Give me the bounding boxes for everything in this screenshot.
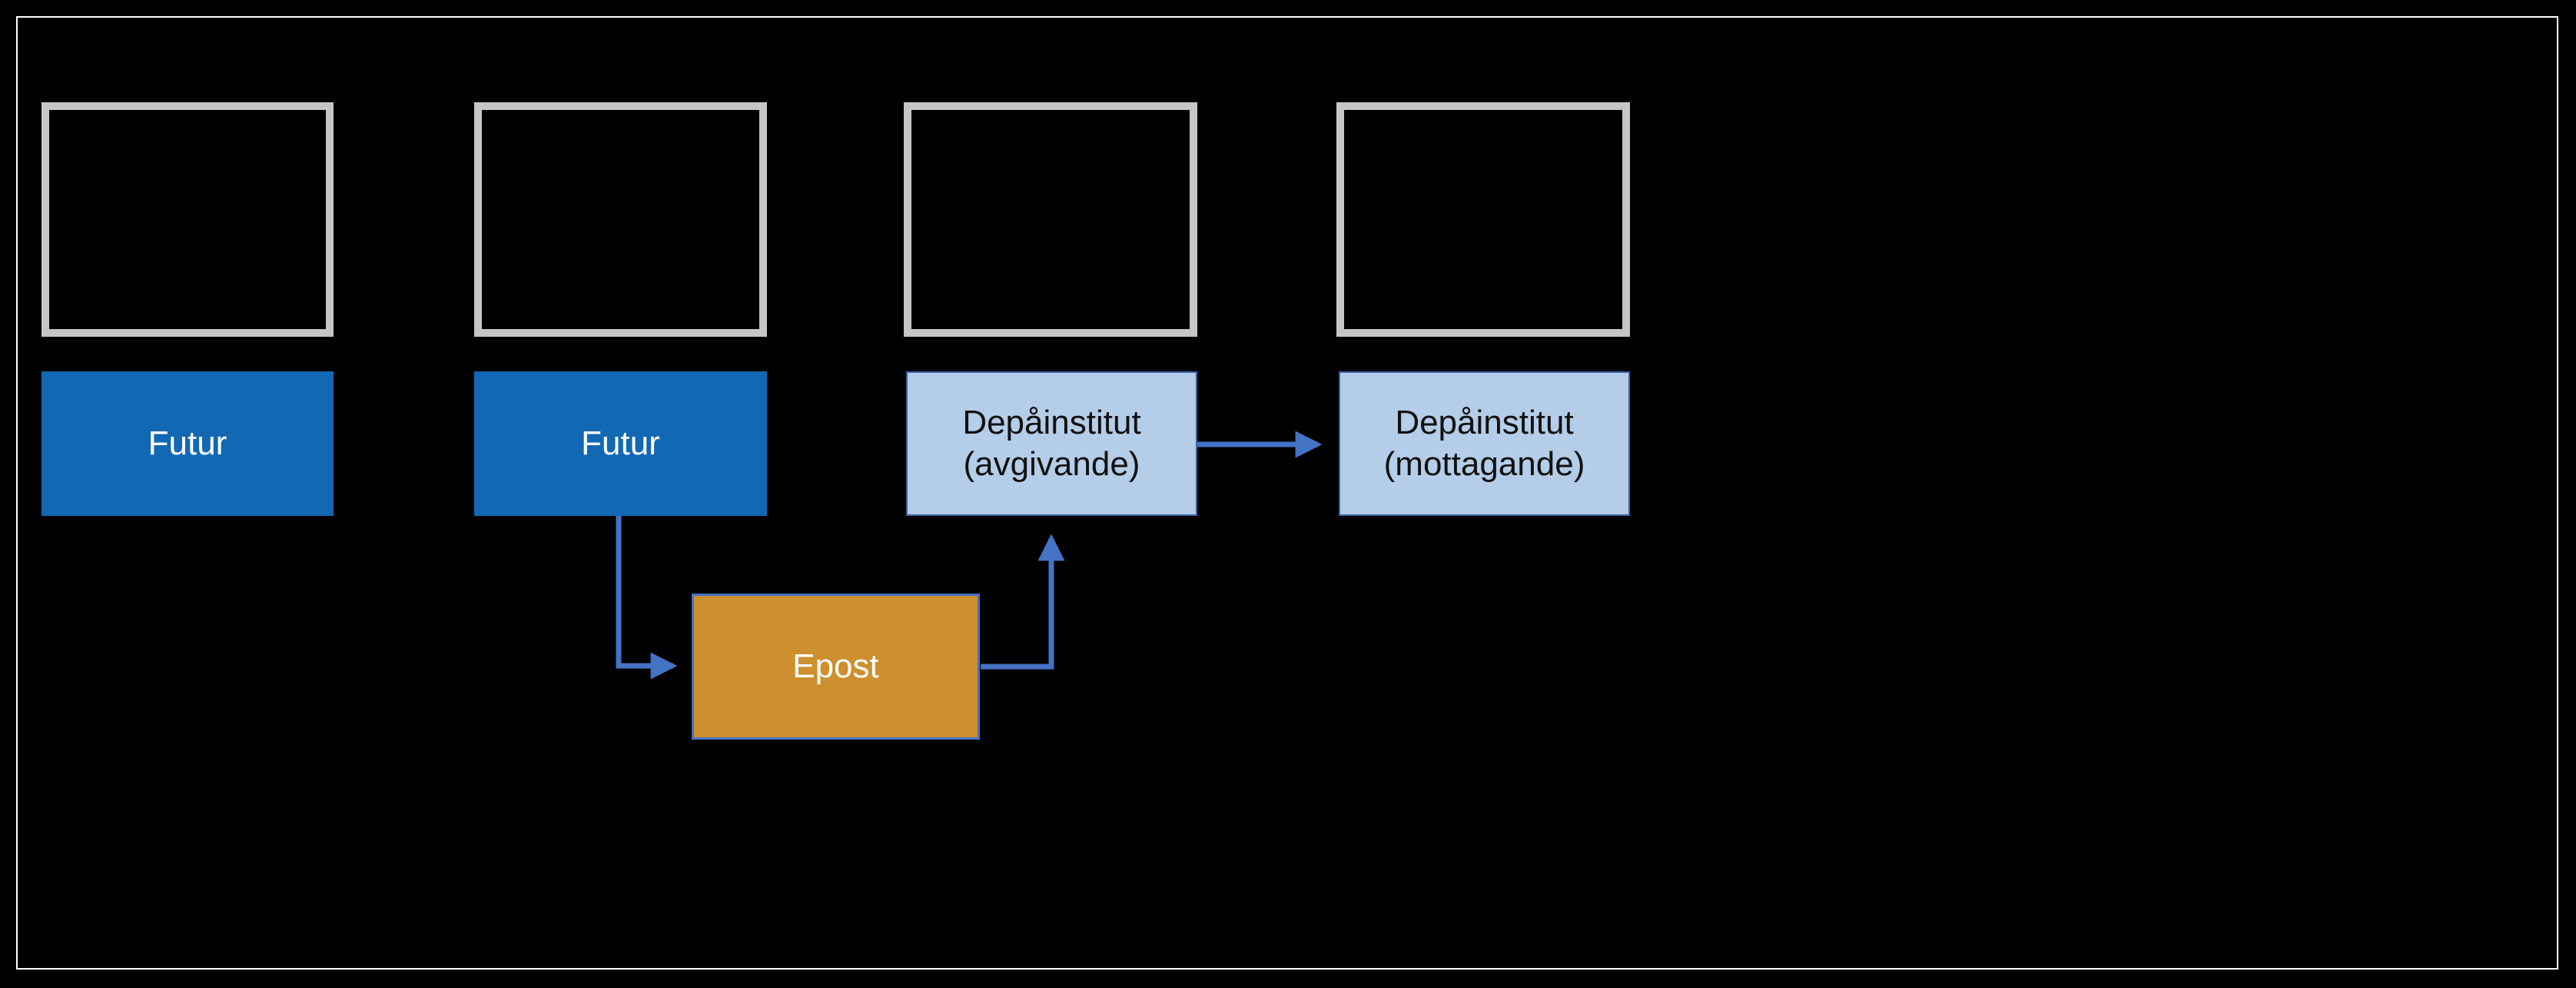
placeholder-box-2[interactable]	[474, 102, 767, 337]
placeholder-box-3[interactable]	[904, 102, 1197, 337]
connector-epost-to-depainstitut-avgivande	[981, 534, 1065, 670]
placeholder-box-1[interactable]	[41, 102, 334, 337]
node-depainstitut-avgivande[interactable]: Depåinstitut (avgivande)	[906, 371, 1197, 516]
node-futur-2-label: Futur	[581, 424, 660, 463]
node-depainstitut-mottagande-label: Depåinstitut (mottagande)	[1383, 404, 1585, 483]
node-futur-1-label: Futur	[148, 424, 227, 463]
slide-outer-frame	[16, 16, 2558, 970]
connector-futur2-to-epost	[616, 516, 678, 680]
node-depainstitut-avgivande-label: Depåinstitut (avgivande)	[962, 404, 1141, 483]
node-epost[interactable]: Epost	[692, 594, 980, 740]
node-futur-2[interactable]: Futur	[474, 371, 767, 516]
node-epost-label: Epost	[792, 647, 879, 686]
node-futur-1[interactable]: Futur	[41, 371, 334, 516]
node-depainstitut-mottagande[interactable]: Depåinstitut (mottagande)	[1339, 371, 1630, 516]
placeholder-box-4[interactable]	[1336, 102, 1630, 337]
